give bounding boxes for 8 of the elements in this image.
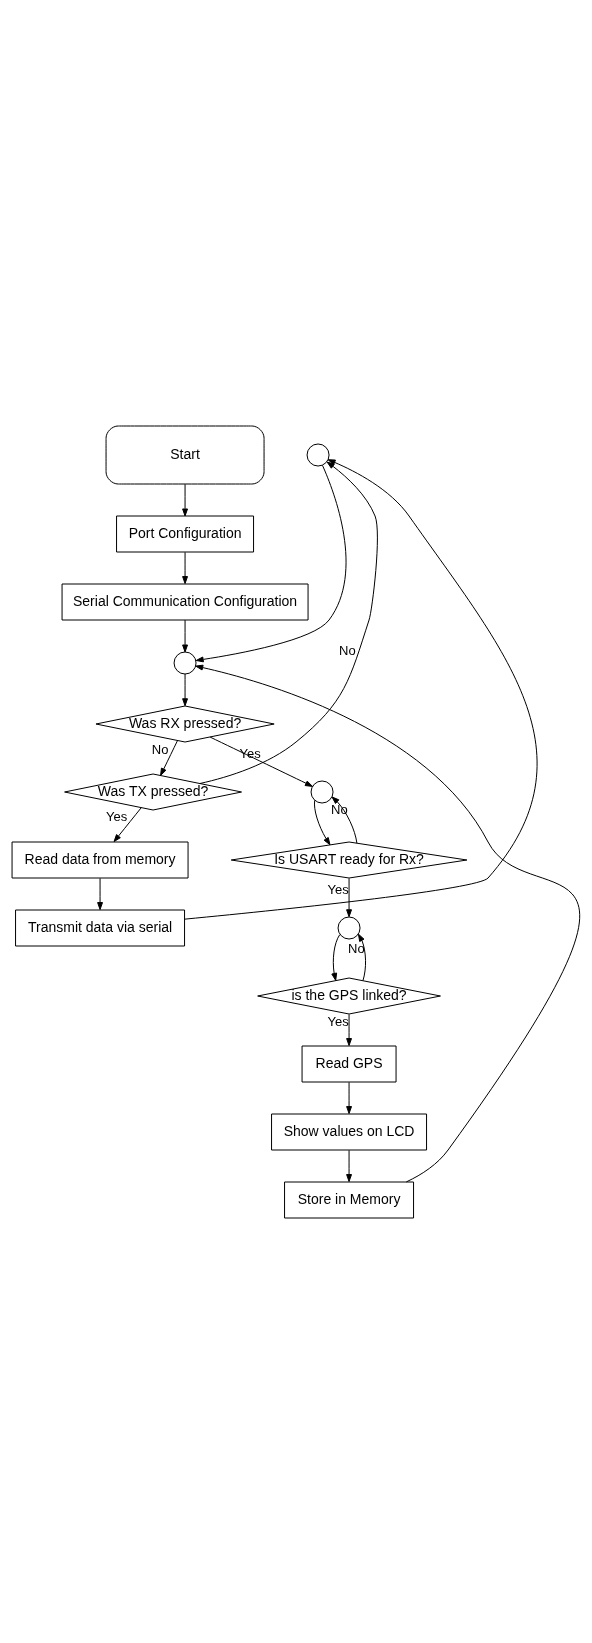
edge-label: Yes [327, 1013, 349, 1029]
edge-label: Yes [239, 745, 261, 761]
edge-label: Yes [327, 881, 349, 897]
edge-label: No [339, 642, 356, 658]
edge-label: No [331, 801, 348, 817]
edge-label: No [151, 741, 169, 757]
edge-label: No [348, 940, 365, 956]
edge-label: Yes [106, 808, 128, 824]
